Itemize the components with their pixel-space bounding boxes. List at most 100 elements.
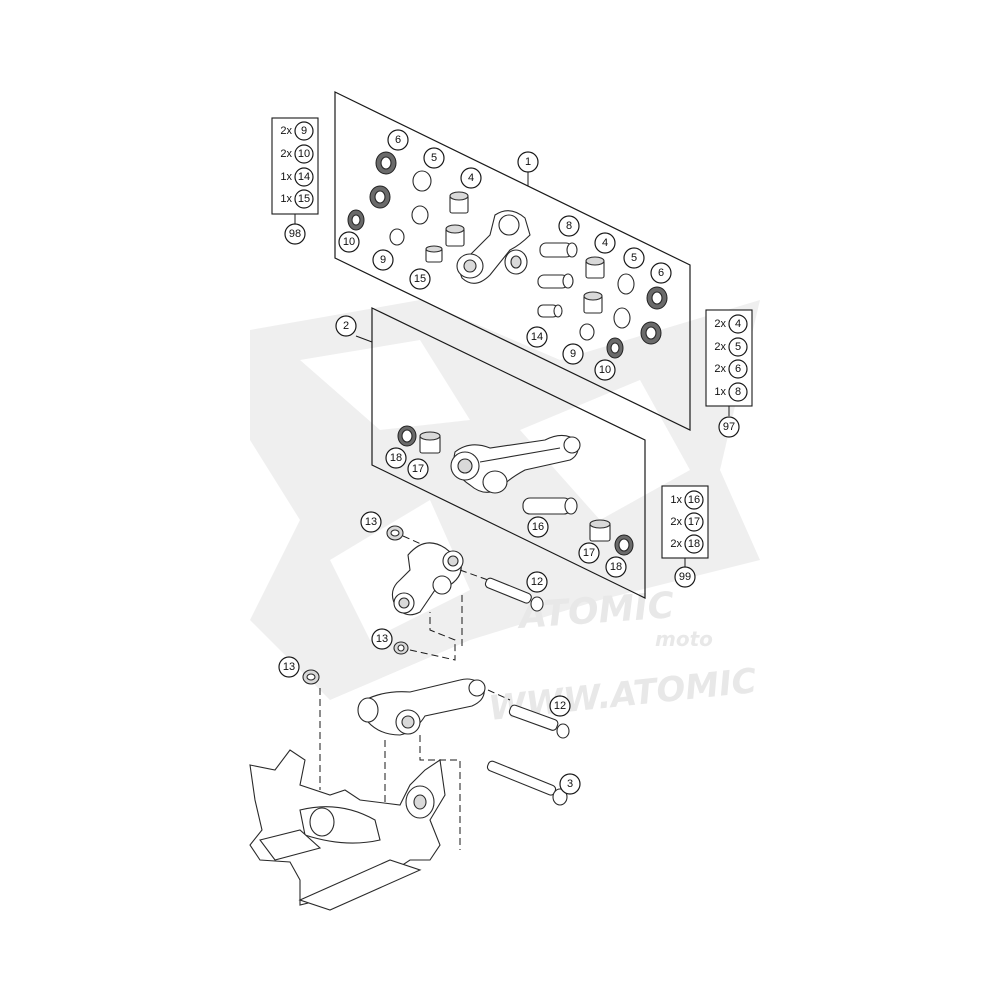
callout-1: 1 xyxy=(517,151,539,173)
svg-text:14: 14 xyxy=(531,331,543,343)
callout-12: 12 xyxy=(526,571,548,593)
svg-text:17: 17 xyxy=(412,463,424,475)
callout-10-right: 10 xyxy=(594,359,616,381)
svg-text:2x: 2x xyxy=(714,341,726,353)
svg-text:9: 9 xyxy=(380,254,386,266)
panel-part-1 xyxy=(334,91,691,431)
washer-5-left xyxy=(412,170,432,192)
svg-text:9: 9 xyxy=(301,125,307,137)
pin-16 xyxy=(522,497,578,515)
callout-6: 6 xyxy=(387,129,409,151)
callout-8: 8 xyxy=(558,215,580,237)
kit-box-97: 2x 4 2x 5 2x 6 1x 8 97 xyxy=(705,309,753,438)
callout-16: 16 xyxy=(527,516,549,538)
callout-13-left: 13 xyxy=(278,656,300,678)
svg-text:18: 18 xyxy=(688,538,700,550)
svg-text:9: 9 xyxy=(570,348,576,360)
callout-6-right: 6 xyxy=(650,262,672,284)
svg-text:17: 17 xyxy=(583,547,595,559)
washer-right-2 xyxy=(613,307,631,329)
kit-99-row: 2x 17 xyxy=(670,512,704,532)
washer-9-left xyxy=(389,228,405,246)
seal-left-2 xyxy=(369,185,391,209)
callout-18-right: 18 xyxy=(605,556,627,578)
bolt-12-lower xyxy=(487,689,570,739)
svg-text:2x: 2x xyxy=(670,538,682,550)
seal-18-right xyxy=(614,534,634,556)
svg-text:10: 10 xyxy=(298,148,310,160)
callout-17-right: 17 xyxy=(578,542,600,564)
callout-9-right: 9 xyxy=(562,343,584,365)
svg-text:5: 5 xyxy=(735,341,741,353)
seal-6-left xyxy=(375,151,397,175)
callout-5: 5 xyxy=(423,147,445,169)
callout-12-lower: 12 xyxy=(549,695,571,717)
svg-text:8: 8 xyxy=(566,220,572,232)
nut-13-left xyxy=(302,669,320,685)
svg-text:18: 18 xyxy=(390,452,402,464)
svg-text:13: 13 xyxy=(365,516,377,528)
washer-9-right xyxy=(579,323,595,341)
kit-97-row: 2x 4 xyxy=(714,314,748,334)
frame-outline xyxy=(249,749,446,911)
svg-text:2x: 2x xyxy=(714,363,726,375)
kit-99-id: 99 xyxy=(674,566,696,588)
svg-text:10: 10 xyxy=(343,236,355,248)
lever-part-1 xyxy=(456,210,531,284)
bolt-3 xyxy=(486,760,568,806)
svg-text:4: 4 xyxy=(468,172,474,184)
seal-right-2 xyxy=(640,321,662,345)
kit-97-row: 1x 8 xyxy=(714,382,748,402)
linkage-arm-assembled xyxy=(357,678,486,736)
svg-text:6: 6 xyxy=(658,267,664,279)
svg-text:10: 10 xyxy=(599,364,611,376)
svg-text:16: 16 xyxy=(532,521,544,533)
watermark-sub: moto xyxy=(655,627,713,651)
kit-97-row: 2x 6 xyxy=(714,359,748,379)
svg-text:1: 1 xyxy=(525,156,531,168)
kit-97-id: 97 xyxy=(718,416,740,438)
svg-text:4: 4 xyxy=(735,318,741,330)
kit-box-99: 1x 16 2x 17 2x 18 99 xyxy=(661,485,709,588)
callout-3: 3 xyxy=(559,773,581,795)
pin-8 xyxy=(539,242,578,258)
svg-text:15: 15 xyxy=(298,193,310,205)
callout-10: 10 xyxy=(338,231,360,253)
callout-9: 9 xyxy=(372,249,394,271)
callout-18: 18 xyxy=(385,447,407,469)
svg-text:2x: 2x xyxy=(280,148,292,160)
callout-2: 2 xyxy=(335,315,357,337)
svg-text:6: 6 xyxy=(395,134,401,146)
linkage-arm-part-2 xyxy=(450,434,581,494)
callouts: 1 2 3 6 5 4 10 9 15 8 4 5 6 14 9 10 18 1… xyxy=(278,129,672,795)
seal-18-left xyxy=(397,425,417,447)
svg-text:14: 14 xyxy=(298,171,310,183)
kit-97-row: 2x 5 xyxy=(714,337,748,357)
bushing-15 xyxy=(425,245,443,263)
svg-text:17: 17 xyxy=(688,516,700,528)
svg-text:5: 5 xyxy=(431,152,437,164)
callout-5-right: 5 xyxy=(623,247,645,269)
kit-99-row: 2x 18 xyxy=(670,534,704,554)
bushing-17-right xyxy=(589,519,611,542)
bushing-right-2 xyxy=(583,291,603,314)
seal-10-right xyxy=(606,337,624,359)
svg-text:15: 15 xyxy=(414,273,426,285)
callout-17: 17 xyxy=(407,458,429,480)
svg-text:1x: 1x xyxy=(280,193,292,205)
svg-text:13: 13 xyxy=(283,661,295,673)
pin-14 xyxy=(537,304,563,318)
bushing-4-left xyxy=(449,191,469,214)
callout-13-middle: 13 xyxy=(371,628,393,650)
svg-text:5: 5 xyxy=(631,252,637,264)
nut-13-top xyxy=(386,525,404,541)
bolt-12-upper xyxy=(459,569,544,612)
seal-10-left xyxy=(347,209,365,231)
svg-text:1x: 1x xyxy=(670,494,682,506)
svg-text:8: 8 xyxy=(735,386,741,398)
svg-text:13: 13 xyxy=(376,633,388,645)
kit-box-98: 2x 9 2x 10 1x 14 1x 15 98 xyxy=(271,117,319,245)
callout-4: 4 xyxy=(460,167,482,189)
callout-15: 15 xyxy=(409,268,431,290)
